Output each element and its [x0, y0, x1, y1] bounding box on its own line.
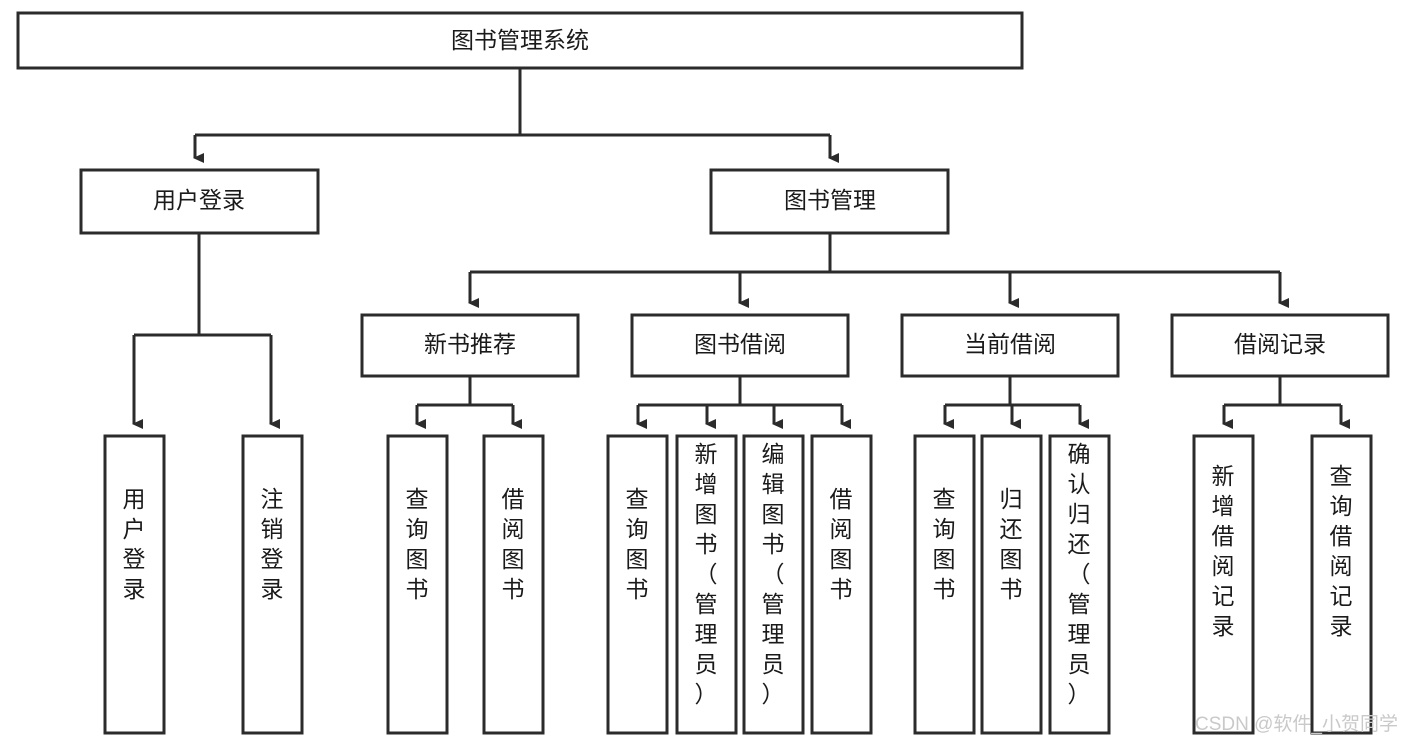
node-book-manage[interactable]: 图书管理 — [709, 168, 950, 235]
node-new-book-rec-label: 新书推荐 — [424, 331, 516, 357]
node-leaf-query-record-box[interactable] — [1310, 434, 1373, 735]
node-leaf-borrow-book-2-label: 借阅图书 — [830, 486, 853, 602]
node-borrow-record-label: 借阅记录 — [1234, 331, 1326, 357]
node-leaf-query-book-1-label: 查询图书 — [406, 486, 429, 602]
node-book-manage-box[interactable] — [709, 168, 950, 235]
node-leaf-confirm-return-box[interactable] — [1048, 434, 1111, 735]
node-new-book-rec[interactable]: 新书推荐 — [360, 313, 580, 378]
node-root[interactable]: 图书管理系统 — [16, 11, 1024, 70]
node-leaf-borrow-book-2[interactable]: 借阅图书 — [810, 434, 873, 735]
edge-group-book-borrow-to-leaves — [636, 376, 851, 429]
node-leaf-query-book-2[interactable]: 查询图书 — [606, 434, 669, 735]
node-root-box[interactable] — [16, 11, 1024, 70]
edge-group-borrow-record-to-leaves — [1222, 376, 1350, 429]
node-leaf-user-login[interactable]: 用户登录 — [103, 434, 166, 735]
node-leaf-user-login-box[interactable] — [103, 434, 166, 735]
node-leaf-user-login-label: 用户登录 — [123, 486, 146, 602]
node-leaf-query-book-1[interactable]: 查询图书 — [386, 434, 449, 735]
node-leaf-add-record-label: 新增借阅记录 — [1212, 463, 1235, 639]
node-book-borrow-label: 图书借阅 — [694, 331, 786, 357]
node-leaf-borrow-book-2-box[interactable] — [810, 434, 873, 735]
node-leaf-borrow-book-1-box[interactable] — [482, 434, 545, 735]
node-leaf-return-book-label: 归还图书 — [1000, 486, 1023, 602]
csdn-watermark: CSDN @软件_小贺同学 — [1195, 713, 1398, 735]
node-new-book-rec-box[interactable] — [360, 313, 580, 378]
edge-group-current-borrow-to-leaves — [943, 376, 1089, 429]
node-book-borrow-box[interactable] — [630, 313, 850, 378]
node-leaf-edit-book-label: 编辑图书（管理员） — [762, 441, 785, 707]
node-leaf-confirm-return[interactable]: 确认归还（管理员） — [1048, 434, 1111, 735]
node-borrow-record-box[interactable] — [1170, 313, 1390, 378]
node-leaf-confirm-return-label: 确认归还（管理员） — [1068, 441, 1091, 707]
node-book-manage-label: 图书管理 — [784, 187, 876, 213]
node-leaf-edit-book[interactable]: 编辑图书（管理员） — [742, 434, 805, 735]
node-user-login[interactable]: 用户登录 — [79, 168, 320, 235]
node-current-borrow-label: 当前借阅 — [964, 331, 1056, 357]
node-leaf-query-book-3-label: 查询图书 — [933, 486, 956, 602]
node-leaf-return-book[interactable]: 归还图书 — [980, 434, 1043, 735]
node-leaf-query-book-3-box[interactable] — [913, 434, 976, 735]
node-leaf-logout[interactable]: 注销登录 — [241, 434, 304, 735]
node-leaf-borrow-book-1-label: 借阅图书 — [502, 486, 525, 602]
node-leaf-query-book-3[interactable]: 查询图书 — [913, 434, 976, 735]
node-leaf-logout-box[interactable] — [241, 434, 304, 735]
node-leaf-edit-book-box[interactable] — [742, 434, 805, 735]
node-leaf-query-record-label: 查询借阅记录 — [1330, 463, 1353, 639]
node-root-label: 图书管理系统 — [451, 27, 589, 53]
node-user-login-box[interactable] — [79, 168, 320, 235]
node-leaf-query-record[interactable]: 查询借阅记录 — [1310, 434, 1373, 735]
edge-group-new-book-rec-to-leaves — [415, 376, 522, 429]
node-borrow-record[interactable]: 借阅记录 — [1170, 313, 1390, 378]
node-leaf-add-book-box[interactable] — [675, 434, 738, 735]
node-leaf-return-book-box[interactable] — [980, 434, 1043, 735]
node-leaf-add-book-label: 新增图书（管理员） — [695, 441, 718, 707]
node-leaf-query-book-1-box[interactable] — [386, 434, 449, 735]
node-leaf-add-book[interactable]: 新增图书（管理员） — [675, 434, 738, 735]
edge-group-user-login-to-leaves — [132, 233, 280, 429]
node-leaf-query-book-2-box[interactable] — [606, 434, 669, 735]
node-book-borrow[interactable]: 图书借阅 — [630, 313, 850, 378]
node-user-login-label: 用户登录 — [153, 187, 245, 213]
edge-group-root-to-level2 — [193, 68, 839, 163]
edge-group-book-manage-to-level3 — [468, 233, 1289, 308]
node-leaf-query-book-2-label: 查询图书 — [626, 486, 649, 602]
node-current-borrow-box[interactable] — [900, 313, 1120, 378]
node-leaf-logout-label: 注销登录 — [261, 486, 284, 602]
node-leaf-add-record-box[interactable] — [1192, 434, 1255, 735]
node-leaf-add-record[interactable]: 新增借阅记录 — [1192, 434, 1255, 735]
node-leaf-borrow-book-1[interactable]: 借阅图书 — [482, 434, 545, 735]
node-current-borrow[interactable]: 当前借阅 — [900, 313, 1120, 378]
